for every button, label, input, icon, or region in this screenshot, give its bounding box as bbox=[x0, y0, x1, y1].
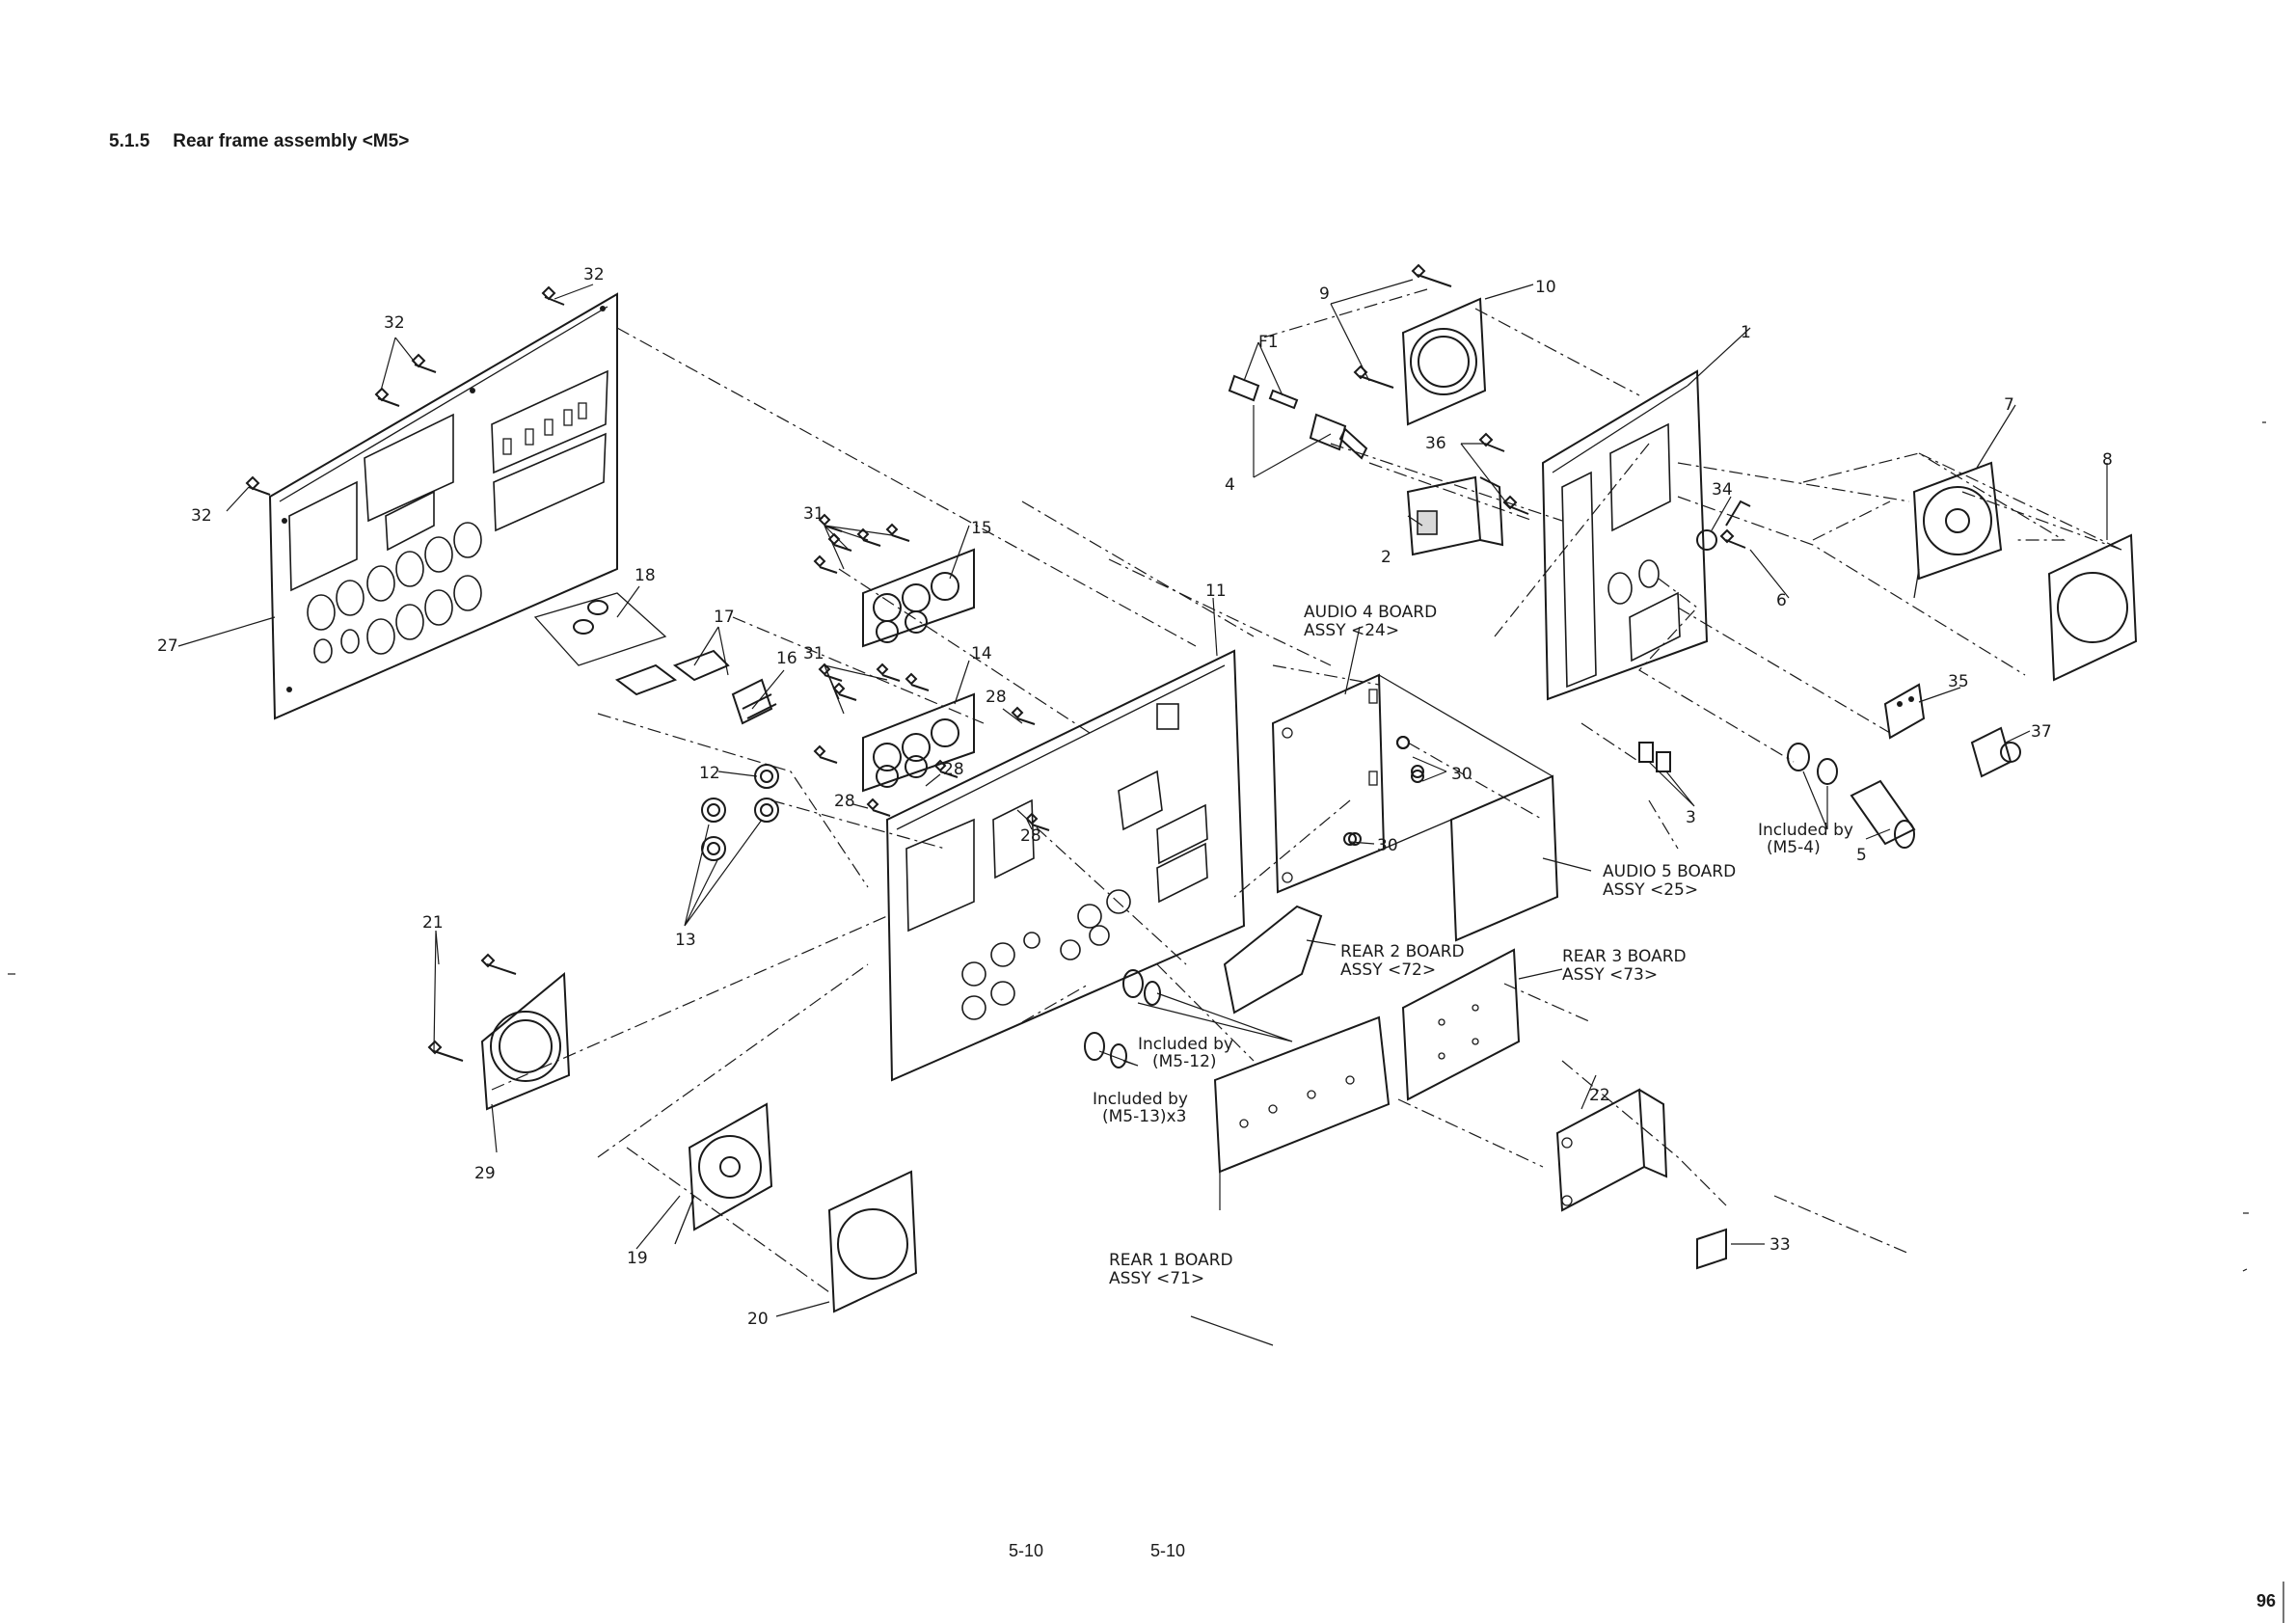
audio-4-board-label-line2: ASSY <24> bbox=[1304, 621, 1399, 640]
audio-board-assembly bbox=[1271, 673, 1559, 942]
note-m5-13-line2: (M5-13)x3 bbox=[1102, 1107, 1186, 1126]
callout-32-upper: 32 bbox=[384, 313, 405, 333]
callout-16: 16 bbox=[776, 649, 797, 668]
callout-7: 7 bbox=[2004, 395, 2014, 415]
audio-5-board-label-line2: ASSY <25> bbox=[1603, 880, 1698, 900]
callout-30-a: 30 bbox=[1451, 765, 1472, 784]
callout-11: 11 bbox=[1205, 582, 1227, 601]
switch-35 bbox=[1883, 683, 1926, 740]
rear-1-board-label-line1: REAR 1 BOARD bbox=[1109, 1251, 1233, 1270]
callout-37: 37 bbox=[2031, 722, 2052, 742]
callout-21: 21 bbox=[422, 913, 444, 933]
assembly-lines bbox=[491, 288, 2122, 1293]
screws-32 bbox=[245, 285, 565, 496]
fan-guard-29 bbox=[427, 953, 571, 1111]
callout-35: 35 bbox=[1948, 672, 1969, 691]
connector-parts-16-17-18 bbox=[533, 592, 777, 725]
rear-3-board-label-line2: ASSY <73> bbox=[1562, 965, 1658, 985]
fan-guard-20 bbox=[827, 1170, 918, 1313]
xlr-connector-group-14 bbox=[813, 663, 975, 793]
callout-19: 19 bbox=[627, 1249, 648, 1268]
section-title: Rear frame assembly <M5> bbox=[173, 131, 410, 151]
callout-f1: F1 bbox=[1258, 333, 1279, 352]
bracket-22 bbox=[1555, 1088, 1668, 1212]
washers-m5-4 bbox=[1787, 743, 1838, 785]
note-m5-12-line1: Included by bbox=[1138, 1035, 1233, 1054]
callout-10: 10 bbox=[1535, 278, 1556, 297]
rear-2-board-label-line1: REAR 2 BOARD bbox=[1340, 942, 1465, 961]
callout-4: 4 bbox=[1225, 475, 1235, 495]
callout-36: 36 bbox=[1425, 434, 1446, 453]
section-number: 5.1.5 bbox=[109, 131, 150, 151]
board-labels: AUDIO 4 BOARD ASSY <24> AUDIO 5 BOARD AS… bbox=[1109, 603, 1736, 1288]
audio-4-board-label-line1: AUDIO 4 BOARD bbox=[1304, 603, 1437, 622]
fan-7 bbox=[1912, 461, 2003, 599]
note-m5-4-line1: Included by bbox=[1758, 821, 1853, 840]
callout-6: 6 bbox=[1776, 591, 1787, 610]
callout-1: 1 bbox=[1741, 323, 1751, 342]
callout-5: 5 bbox=[1856, 846, 1867, 865]
callout-28-d: 28 bbox=[1020, 826, 1041, 846]
knob-5 bbox=[1850, 779, 1916, 849]
sheet-number: 96 bbox=[2256, 1591, 2277, 1610]
audio-5-board-label-line1: AUDIO 5 BOARD bbox=[1603, 862, 1736, 881]
margin-marks bbox=[8, 421, 2284, 1623]
callout-29: 29 bbox=[474, 1164, 496, 1183]
callout-3: 3 bbox=[1686, 808, 1696, 827]
note-m5-12-line2: (M5-12) bbox=[1152, 1052, 1217, 1071]
rear-2-board bbox=[1223, 905, 1323, 1014]
rear-chassis-panel-11 bbox=[885, 649, 1246, 1082]
callout-31-upper: 31 bbox=[803, 504, 824, 524]
misc-screws bbox=[866, 528, 1746, 846]
knob-cap-37 bbox=[1970, 726, 2021, 778]
callout-15: 15 bbox=[971, 519, 992, 538]
rear-3-board-label-line1: REAR 3 BOARD bbox=[1562, 947, 1687, 966]
connectors-12-13 bbox=[701, 764, 779, 861]
callout-28-b: 28 bbox=[943, 760, 964, 779]
page-number-left: 5-10 bbox=[1009, 1541, 1044, 1560]
callout-28-c: 28 bbox=[834, 792, 855, 811]
callout-2: 2 bbox=[1381, 548, 1391, 567]
rear-2-board-label-line2: ASSY <72> bbox=[1340, 960, 1436, 980]
callout-32-left: 32 bbox=[191, 506, 212, 526]
callout-28-a: 28 bbox=[986, 688, 1007, 707]
leader-lines bbox=[177, 279, 2108, 1346]
label-33 bbox=[1696, 1228, 1727, 1270]
callout-17: 17 bbox=[714, 608, 735, 627]
callout-30-b: 30 bbox=[1377, 836, 1398, 855]
callout-12: 12 bbox=[699, 764, 720, 783]
rear-3-board bbox=[1401, 948, 1521, 1101]
note-m5-13-line1: Included by bbox=[1093, 1090, 1188, 1109]
callout-33: 33 bbox=[1769, 1235, 1791, 1255]
fuse-holder-4 bbox=[1228, 374, 1368, 460]
xlr-connector-group-15 bbox=[813, 513, 975, 648]
front-panel-plate-27 bbox=[268, 292, 618, 720]
included-by-notes: Included by (M5-4) Included by (M5-12) I… bbox=[1093, 821, 1853, 1126]
note-m5-4-line2: (M5-4) bbox=[1767, 838, 1821, 857]
callout-18: 18 bbox=[635, 566, 656, 585]
callout-labels: 32 32 32 27 18 17 16 12 13 31 31 15 14 2… bbox=[157, 265, 2113, 1329]
callout-8: 8 bbox=[2102, 450, 2113, 470]
page-number-right: 5-10 bbox=[1150, 1541, 1186, 1560]
callout-34: 34 bbox=[1712, 480, 1733, 500]
rear-1-board-label-line2: ASSY <71> bbox=[1109, 1269, 1204, 1288]
rear-1-board bbox=[1213, 1015, 1391, 1174]
callout-31-lower: 31 bbox=[803, 644, 824, 663]
fan-guard-10 bbox=[1353, 263, 1487, 426]
callout-22: 22 bbox=[1589, 1086, 1610, 1105]
callout-20: 20 bbox=[747, 1310, 769, 1329]
callout-32-top: 32 bbox=[583, 265, 605, 284]
section-heading: 5.1.5 Rear frame assembly <M5> bbox=[109, 131, 432, 152]
callout-9: 9 bbox=[1319, 284, 1330, 304]
rear-plate-1 bbox=[1541, 369, 1751, 701]
callout-27: 27 bbox=[157, 636, 178, 656]
callout-13: 13 bbox=[675, 931, 696, 950]
jack-washers bbox=[1084, 969, 1161, 1068]
standoffs-3 bbox=[1638, 742, 1671, 772]
fan-19 bbox=[674, 1102, 773, 1245]
fan-guard-8 bbox=[2047, 533, 2138, 682]
callout-14: 14 bbox=[971, 644, 992, 663]
